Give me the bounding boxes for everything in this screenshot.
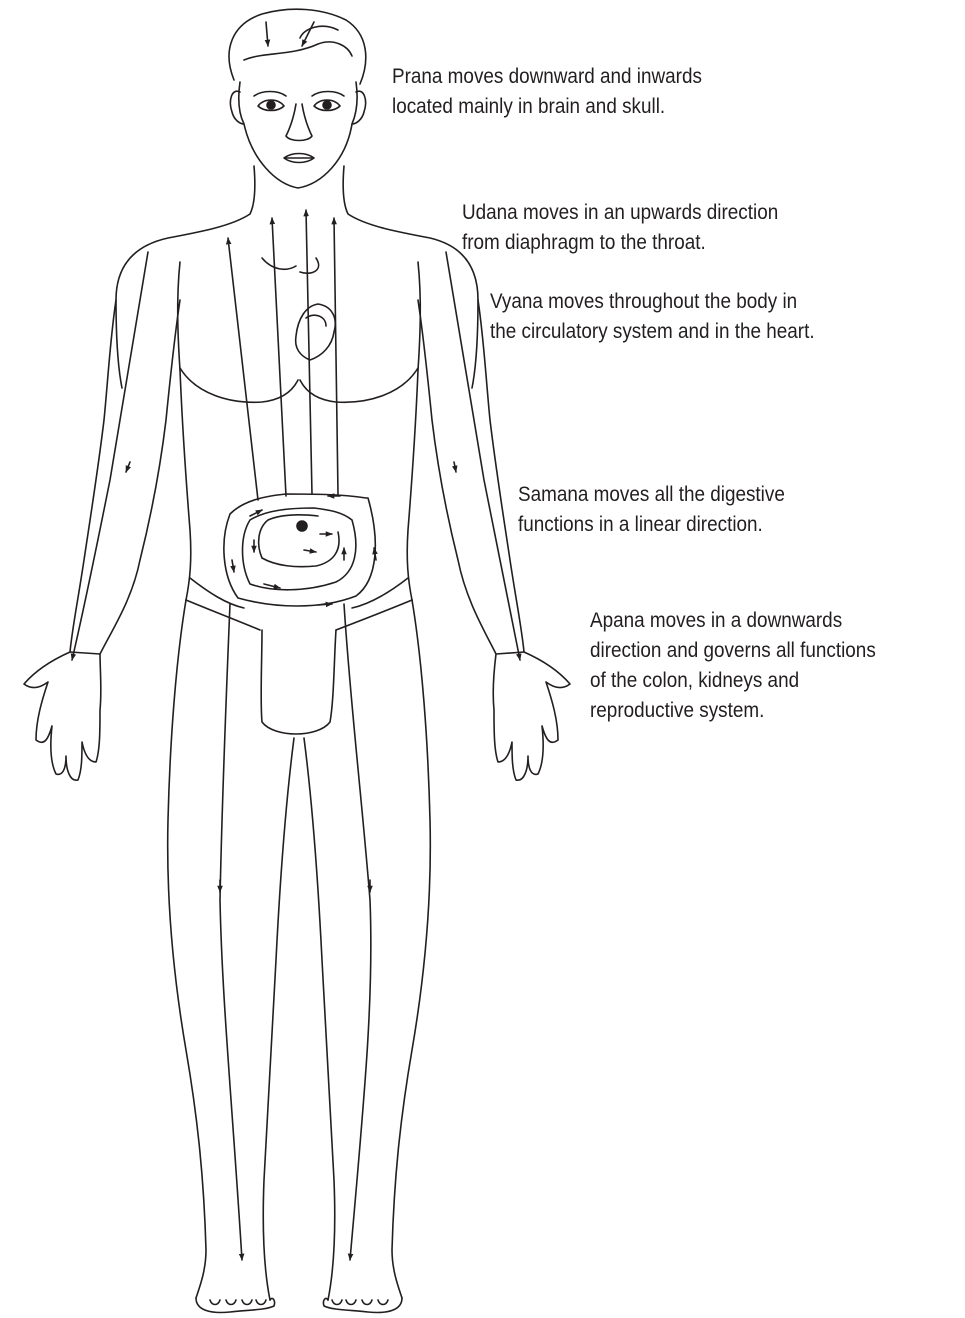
prana-caption-line: Prana moves downward and inwards (392, 62, 702, 92)
apana-caption-line: of the colon, kidneys and (590, 666, 876, 696)
apana-caption-line: reproductive system. (590, 696, 876, 726)
prana-caption-line: located mainly in brain and skull. (392, 92, 702, 122)
samana-flow-spiral (224, 494, 376, 606)
torso-outline (116, 166, 478, 630)
prana-flow-arrows (266, 22, 314, 46)
apana-flow-arrows (220, 604, 371, 1260)
udana-caption-line: Udana moves in an upwards direction (462, 198, 778, 228)
vyana-flow-arrows (72, 252, 520, 660)
groin-outline (261, 630, 336, 734)
left-hand-outline (24, 652, 101, 780)
right-arm-outline (418, 300, 570, 780)
apana-caption-line: Apana moves in a downwards (590, 606, 876, 636)
vyana-caption-line: the circulatory system and in the heart. (490, 317, 815, 347)
left-arm-outline (24, 300, 180, 780)
udana-caption-line: from diaphragm to the throat. (462, 228, 778, 258)
heart-icon (296, 304, 336, 360)
head-outline (229, 9, 366, 188)
udana-flow-arrows (228, 210, 338, 500)
left-leg-outline (168, 600, 294, 1312)
vyana-caption-line: Vyana moves throughout the body in (490, 287, 815, 317)
apana-caption-line: direction and governs all functions (590, 636, 876, 666)
samana-caption-line: Samana moves all the digestive (518, 480, 785, 510)
samana-caption-line: functions in a linear direction. (518, 510, 785, 540)
right-leg-outline (304, 600, 430, 1312)
right-hand-outline (493, 652, 570, 780)
